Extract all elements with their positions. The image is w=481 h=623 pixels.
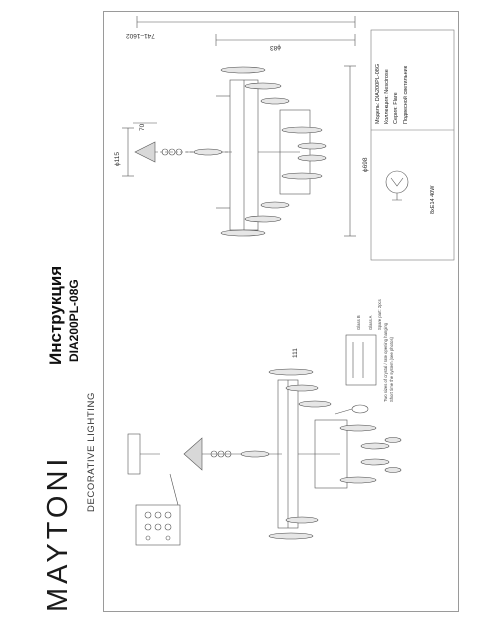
note-part-a: Glass A [368, 315, 373, 330]
spec-row-series: Серия: Flare [393, 92, 399, 124]
spec-row-model: Модель: DIA200PL-08G [375, 63, 381, 124]
dimension-height-top: 111 [292, 348, 299, 358]
dimension-canopy-height: 70 [139, 123, 146, 131]
note-line-1: Two sizes of crystal / rate opening hang… [383, 322, 388, 402]
dimension-total-width: 741–1602 [126, 32, 155, 39]
note-line-2: Short time the system (see photos) [389, 337, 394, 402]
note-part-b: Glass B [356, 315, 361, 330]
spec-lamp-type: 8xE14 40W [430, 185, 436, 214]
drawing-frame [103, 11, 459, 612]
dimension-diameter: ϕ698 [362, 157, 369, 173]
dimension-arm-span: ϕ83 [270, 44, 281, 51]
spec-row-type: Подвесной светильник [403, 65, 409, 124]
dimension-canopy-diameter: ϕ115 [114, 151, 121, 166]
spec-row-collection: Коллекция: Nescirose [384, 69, 390, 124]
note-spare-parts: Spare part: 2pcs [377, 299, 382, 330]
